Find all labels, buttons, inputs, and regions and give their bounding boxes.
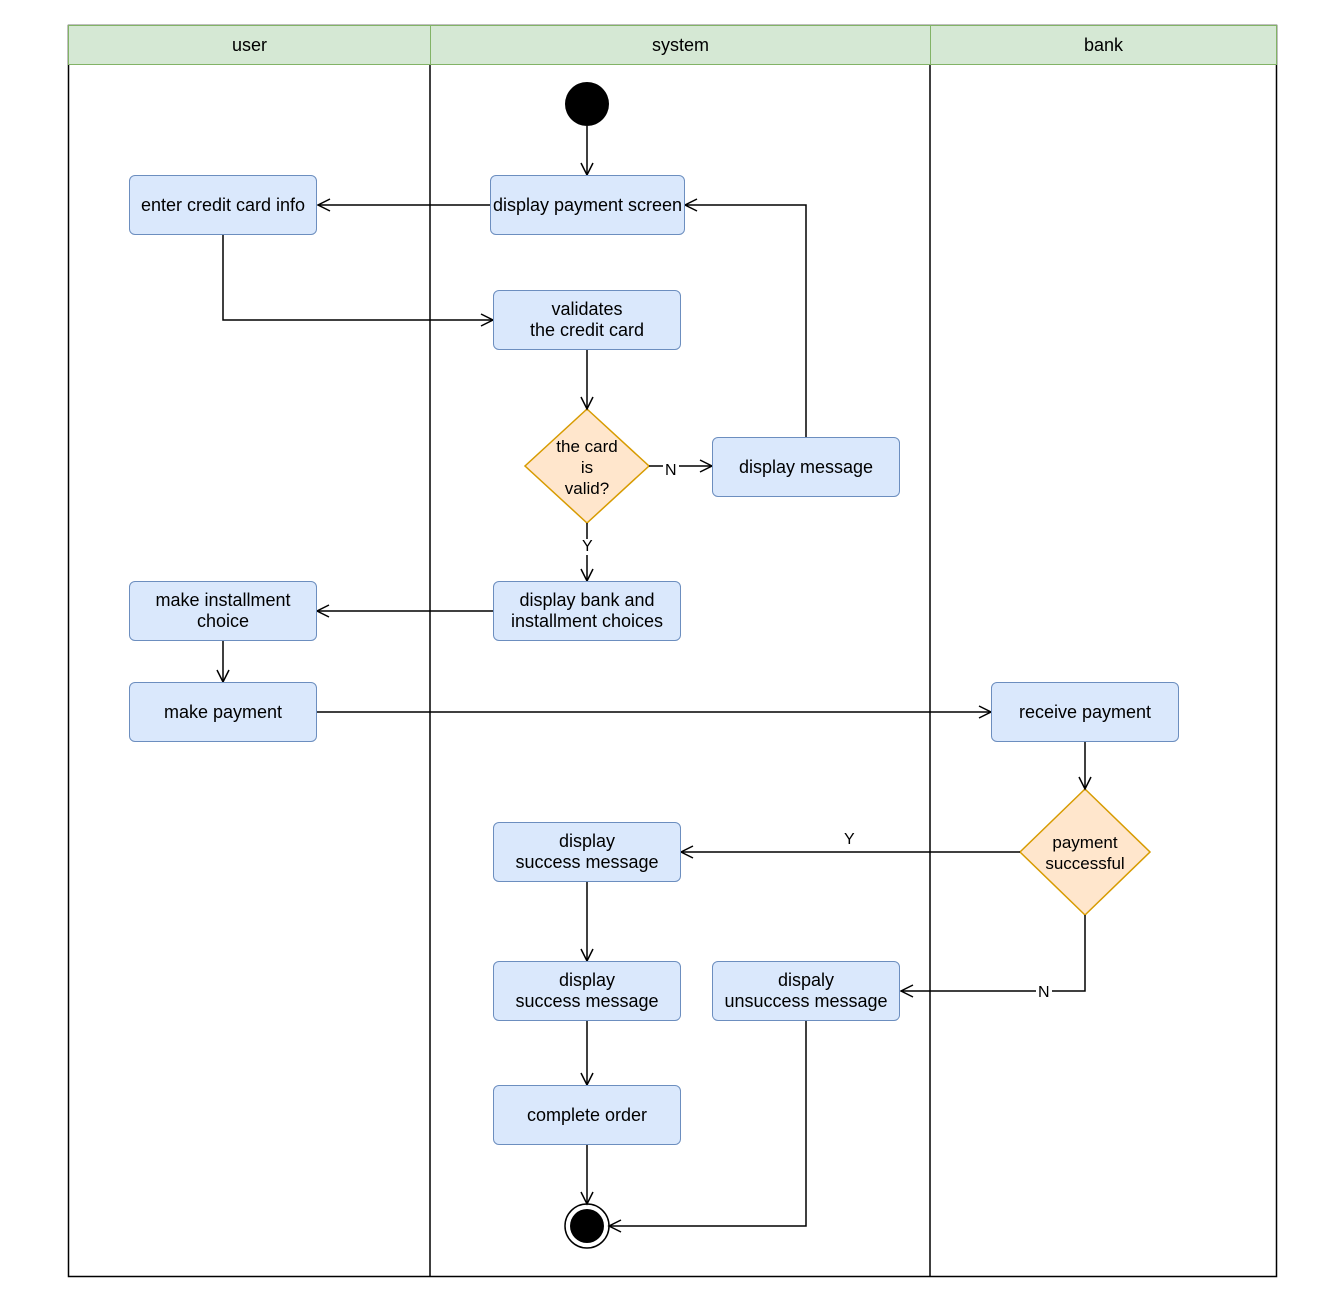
lane-title-bank: bank — [1083, 34, 1124, 55]
action-label: complete order — [526, 1104, 648, 1125]
end-node-inner — [570, 1209, 604, 1243]
action-make-payment: make payment — [129, 682, 317, 742]
decision-card-valid-label: the card is valid? — [545, 436, 629, 498]
action-display-message: display message — [712, 437, 900, 497]
action-display-bank-choices: display bank and installment choices — [493, 581, 681, 641]
decision-payment-successful-label: payment successful — [1035, 831, 1135, 875]
edge-label-card-valid: Y — [580, 538, 595, 555]
action-label: dispaly unsuccess message — [724, 970, 888, 1011]
action-label: make installment choice — [155, 590, 291, 631]
lane-title-user: user — [231, 34, 267, 55]
decision-label: payment successful — [1045, 833, 1125, 873]
action-display-success-message-1: display success message — [493, 822, 681, 882]
edge-label-card-invalid: N — [663, 462, 679, 479]
action-label: receive payment — [1018, 701, 1152, 722]
action-display-unsuccess-message: dispaly unsuccess message — [712, 961, 900, 1021]
action-display-payment-screen: display payment screen — [490, 175, 685, 235]
lane-header-system: system — [430, 25, 931, 65]
decision-label: the card is valid? — [556, 436, 618, 498]
edges — [216, 126, 1092, 1233]
edge-unsuccess-to-end — [607, 1021, 807, 1233]
action-label: enter credit card info — [140, 194, 306, 215]
start-node — [565, 82, 609, 126]
action-receive-payment: receive payment — [991, 682, 1179, 742]
action-complete-order: complete order — [493, 1085, 681, 1145]
action-enter-credit-card-info: enter credit card info — [129, 175, 317, 235]
lane-header-bank: bank — [930, 25, 1277, 65]
action-display-success-message-2: display success message — [493, 961, 681, 1021]
lane-title-system: system — [651, 34, 709, 55]
edge-enter-card-to-validate — [222, 235, 495, 327]
action-validates-credit-card: validates the credit card — [493, 290, 681, 350]
action-label: display success message — [515, 831, 659, 872]
edge-label-payment-yes: Y — [842, 831, 857, 848]
edge-message-to-payment-screen — [683, 198, 807, 437]
edge-payment-no-to-unsuccess — [899, 915, 1086, 998]
lane-header-user: user — [68, 25, 431, 65]
action-label: display payment screen — [492, 194, 683, 215]
action-label: display bank and installment choices — [510, 590, 664, 631]
action-make-installment-choice: make installment choice — [129, 581, 317, 641]
action-label: make payment — [163, 701, 283, 722]
action-label: display message — [738, 456, 874, 477]
action-label: display success message — [515, 970, 659, 1011]
edge-label-payment-no: N — [1036, 984, 1052, 1001]
action-label: validates the credit card — [529, 299, 645, 340]
